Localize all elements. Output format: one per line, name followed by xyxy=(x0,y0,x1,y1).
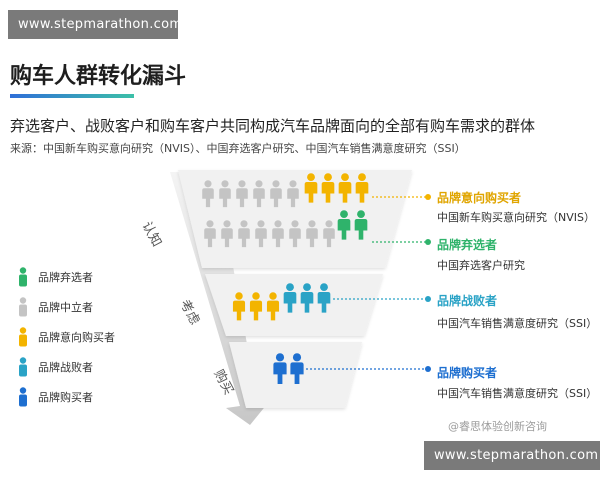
blue-person-icon xyxy=(19,387,27,407)
gray-person-icon xyxy=(306,220,318,248)
legend-item-buyer: 品牌购买者 xyxy=(18,382,115,412)
gray-person-icon xyxy=(255,220,267,248)
gray-person-icon xyxy=(19,297,27,317)
defeated-dot xyxy=(425,296,431,302)
green-person-icon xyxy=(19,267,27,287)
gray-person-icon xyxy=(236,180,248,208)
callout-desc-defeated: 中国汽车销售满意度研究（SSI） xyxy=(437,317,598,330)
funnel-band-consideration xyxy=(205,274,383,336)
yellow-person-icon xyxy=(355,173,369,203)
credit-watermark: @睿思体验创新咨询 xyxy=(448,420,547,433)
source-note: 来源：中国新车购买意向研究（NVIS）、中国弃选客户研究、中国汽车销售满意度研究… xyxy=(10,142,466,155)
legend-item-neutral: 品牌中立者 xyxy=(18,292,115,322)
watermark-bottom: www.stepmarathon.com xyxy=(424,441,600,470)
gray-person-icon xyxy=(289,220,301,248)
legend-item-defeated: 品牌战败者 xyxy=(18,352,115,382)
teal-person-icon xyxy=(317,283,331,313)
yellow-person-icon xyxy=(338,173,352,203)
legend: 品牌弃选者 品牌中立者 品牌意向购买者 品牌战败者 品牌购买者 xyxy=(18,262,115,412)
gray-person-icon xyxy=(287,180,299,208)
watermark-top: www.stepmarathon.com xyxy=(8,10,182,39)
title-underline xyxy=(10,94,134,98)
intender-dot xyxy=(425,194,431,200)
gray-person-icon xyxy=(270,180,282,208)
gray-person-icon xyxy=(272,220,284,248)
yellow-person-icon xyxy=(249,292,263,321)
green-person-icon xyxy=(337,210,351,240)
buyer-dot xyxy=(425,366,431,372)
yellow-person-icon xyxy=(266,292,280,321)
gray-person-icon xyxy=(221,220,233,248)
teal-person-icon xyxy=(19,357,27,377)
callout-title-buyer: 品牌购买者 xyxy=(437,366,498,380)
callout-title-intender: 品牌意向购买者 xyxy=(437,191,522,205)
blue-person-icon xyxy=(273,353,287,384)
legend-label: 品牌购买者 xyxy=(38,391,93,404)
legend-label: 品牌弃选者 xyxy=(38,271,93,284)
callout-desc-abandoner: 中国弃选客户研究 xyxy=(437,259,525,272)
abandoner-dot xyxy=(425,239,431,245)
callout-title-defeated: 品牌战败者 xyxy=(437,294,498,308)
legend-label: 品牌中立者 xyxy=(38,301,93,314)
legend-label: 品牌意向购买者 xyxy=(38,331,115,344)
yellow-person-icon xyxy=(232,292,246,321)
callout-title-abandoner: 品牌弃选者 xyxy=(437,238,498,252)
yellow-person-icon xyxy=(321,173,335,203)
subtitle: 弃选客户、战败客户和购车客户共同构成汽车品牌面向的全部有购车需求的群体 xyxy=(10,117,536,135)
legend-item-intender: 品牌意向购买者 xyxy=(18,322,115,352)
gray-person-icon xyxy=(202,180,214,208)
gray-person-icon xyxy=(219,180,231,208)
blue-person-icon xyxy=(290,353,304,384)
teal-person-icon xyxy=(283,283,297,313)
page-title: 购车人群转化漏斗 xyxy=(10,64,187,89)
gray-person-icon xyxy=(238,220,250,248)
yellow-person-icon xyxy=(304,173,318,203)
gray-person-icon xyxy=(204,220,216,248)
yellow-person-icon xyxy=(19,327,27,347)
legend-item-abandoner: 品牌弃选者 xyxy=(18,262,115,292)
gray-person-icon xyxy=(253,180,265,208)
teal-person-icon xyxy=(300,283,314,313)
legend-label: 品牌战败者 xyxy=(38,361,93,374)
green-person-icon xyxy=(354,210,368,240)
callout-desc-intender: 中国新车购买意向研究（NVIS） xyxy=(437,211,595,224)
gray-person-icon xyxy=(323,220,335,248)
callout-desc-buyer: 中国汽车销售满意度研究（SSI） xyxy=(437,387,598,400)
